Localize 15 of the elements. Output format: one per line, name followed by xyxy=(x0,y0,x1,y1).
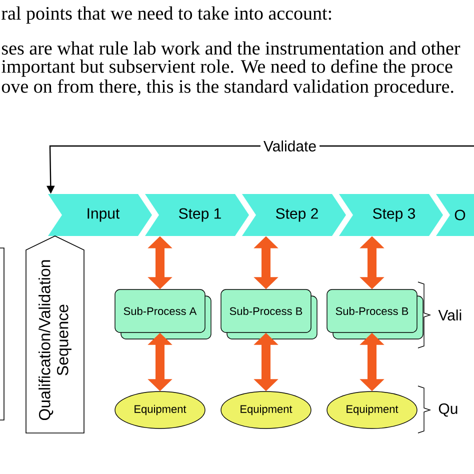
chevron-step: Step 3 xyxy=(339,194,443,236)
process-box: Sub-Process B xyxy=(220,289,318,340)
chevron-step: Step 2 xyxy=(242,194,346,236)
chevron-step: Step 1 xyxy=(145,194,249,236)
text-line: important but subservient role. We need to define the proce xyxy=(2,59,452,77)
chevron-step: O xyxy=(436,194,474,236)
text-line: ove on from there, this is the standard validation procedure. xyxy=(2,79,454,97)
chevron-step: Input xyxy=(48,194,152,236)
bracket-label: Vali xyxy=(438,310,462,320)
edge-label: Validate xyxy=(260,138,320,154)
process-box: Sub-Process B xyxy=(326,289,424,340)
bracket-label: Qu xyxy=(438,403,458,417)
process-box: Sub-Process A xyxy=(114,289,212,340)
text-line: ses are what rule lab work and the instrumentation and other xyxy=(2,41,460,55)
text-line: ral points that we need to take into account: xyxy=(2,6,332,24)
